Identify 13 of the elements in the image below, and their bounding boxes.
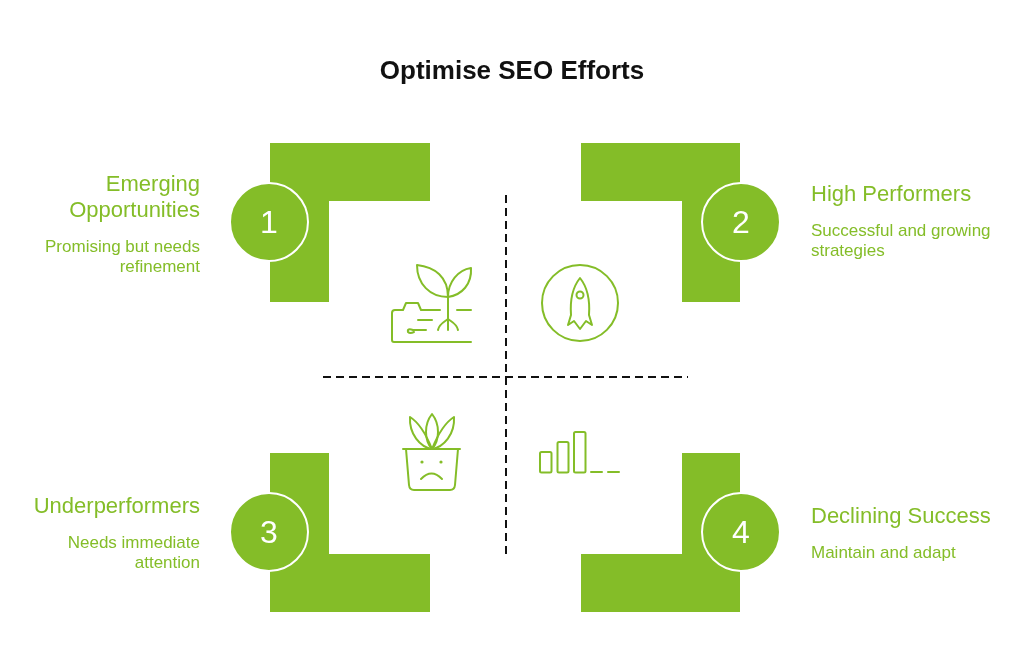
quadrant-heading: High Performers xyxy=(811,181,972,207)
quadrant-heading: Emerging Opportunities xyxy=(68,171,200,223)
number-circle: 4 xyxy=(701,492,781,572)
quadrant-description: Needs immediate attention xyxy=(66,533,200,573)
quadrant-heading: Underperformers xyxy=(33,493,200,519)
quadrant-description: Successful and growing strategies xyxy=(811,221,992,261)
quadrant-description: Maintain and adapt xyxy=(811,543,956,563)
quadrant-heading: Declining Success xyxy=(811,503,991,529)
number-circle: 2 xyxy=(701,182,781,262)
number-circle: 1 xyxy=(229,182,309,262)
diagram-title: Optimise SEO Efforts xyxy=(379,55,645,86)
number-circle: 3 xyxy=(229,492,309,572)
quadrant-description: Promising but needs refinement xyxy=(44,237,200,277)
